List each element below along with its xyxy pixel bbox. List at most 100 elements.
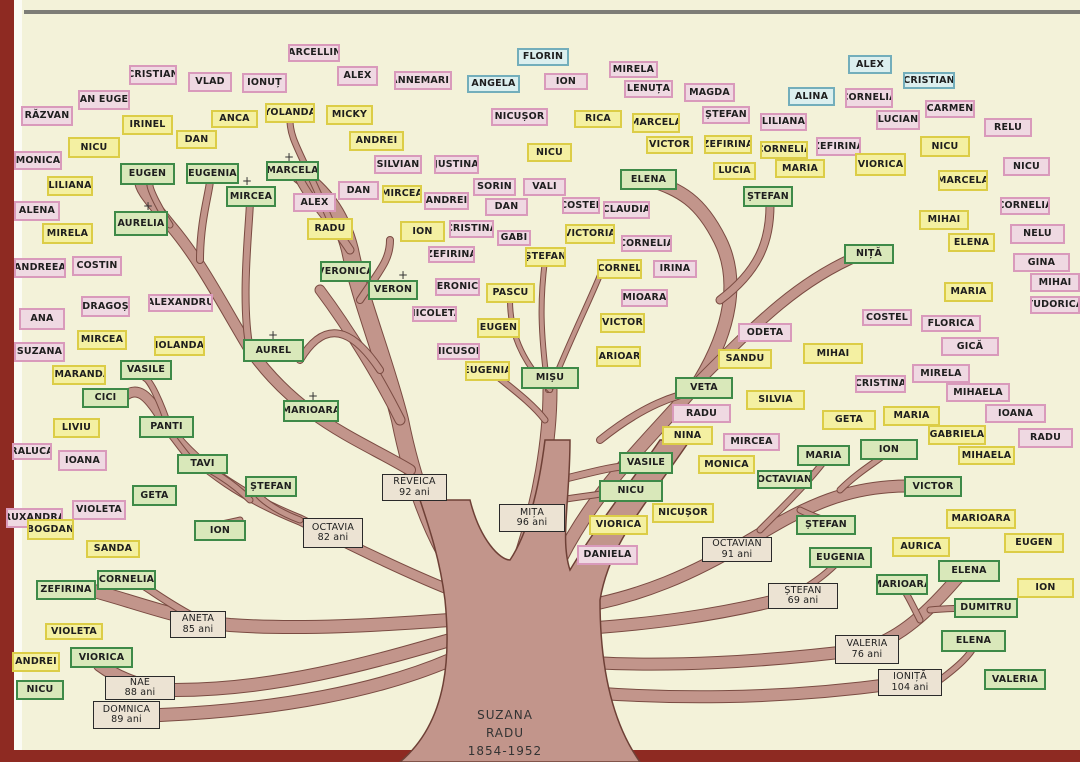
person-label: SANDU bbox=[718, 349, 772, 369]
person-label: VIOLETA bbox=[45, 623, 103, 640]
root-first-name: SUZANA bbox=[477, 708, 533, 722]
person-label: GABI bbox=[497, 230, 531, 246]
person-label: ANGELA bbox=[467, 75, 520, 93]
person-label: ION bbox=[544, 73, 588, 90]
person-label: OCTAVIAN bbox=[757, 470, 812, 489]
person-label: MARCELA bbox=[938, 170, 988, 191]
person-label: MAGDA bbox=[684, 83, 735, 102]
person-label: IRINEL bbox=[122, 115, 173, 135]
elder-age: 104 ani bbox=[891, 681, 929, 693]
person-label: GABRIELA bbox=[928, 425, 986, 445]
elder-name: REVEICA bbox=[393, 476, 436, 488]
person-label: DANIELA bbox=[577, 545, 638, 565]
tree-branch bbox=[716, 201, 774, 304]
person-label: MARIOARA bbox=[946, 509, 1016, 529]
tree-branch bbox=[297, 330, 383, 373]
person-label: CORNELIA bbox=[621, 235, 672, 252]
elder-name: OCTAVIAN bbox=[712, 538, 762, 550]
person-label: EUGEN bbox=[120, 163, 175, 185]
tree-branch bbox=[554, 174, 737, 566]
person-label: VALI bbox=[523, 178, 566, 196]
person-label: ANDREI bbox=[12, 652, 60, 672]
person-label: VERON bbox=[368, 280, 418, 300]
deceased-cross-icon: + bbox=[242, 174, 253, 188]
person-label: ANDREI bbox=[424, 192, 469, 210]
person-label: CRISTINA bbox=[449, 220, 494, 238]
person-label: VALERIA bbox=[984, 669, 1046, 690]
person-label: VICTORIA bbox=[565, 224, 615, 244]
person-label: TUDORICĂ bbox=[1030, 296, 1080, 314]
person-label: ANNEMARIE bbox=[394, 71, 452, 90]
person-label: PANTI bbox=[139, 416, 194, 438]
deceased-cross-icon: + bbox=[143, 199, 154, 213]
person-label: GINA bbox=[1013, 253, 1070, 272]
person-label: SILVIA bbox=[746, 390, 805, 410]
person-label: EUGENIA bbox=[465, 361, 510, 381]
elder-age: 91 ani bbox=[721, 548, 753, 560]
paper-top-edge bbox=[24, 10, 1080, 14]
person-label: MIHAI bbox=[803, 343, 863, 364]
person-label: MARIA bbox=[797, 445, 850, 466]
person-label: LUCIAN bbox=[876, 110, 920, 130]
person-label: CRISTINA bbox=[855, 375, 906, 393]
elder-name: VALERIA bbox=[846, 638, 888, 650]
person-label: DAN bbox=[176, 130, 217, 149]
person-label: SUZANA bbox=[14, 342, 65, 362]
tree-branch bbox=[757, 457, 828, 533]
elder-name: NAE bbox=[129, 676, 151, 688]
person-label: MONICA bbox=[698, 455, 755, 474]
person-label: DAN bbox=[338, 181, 379, 200]
person-label: VERONICA bbox=[320, 261, 371, 282]
elder-age: 76 ani bbox=[851, 648, 883, 660]
person-label: EUGENIA bbox=[186, 163, 239, 184]
person-label: ZEFIRINA bbox=[704, 135, 752, 154]
root-last-name: RADU bbox=[485, 726, 525, 740]
person-label: MIHAI bbox=[919, 210, 969, 230]
person-label: ELENA bbox=[941, 630, 1006, 652]
person-label: VERONICA bbox=[435, 278, 480, 296]
person-label: SILVIAN bbox=[374, 155, 422, 174]
person-label: ALEX bbox=[337, 66, 378, 86]
person-label: AUREL bbox=[243, 339, 304, 362]
person-label: FLORIN bbox=[517, 48, 569, 66]
person-label: ȘTEFAN bbox=[702, 106, 750, 124]
deceased-cross-icon: + bbox=[308, 389, 319, 403]
person-label: NICU bbox=[599, 480, 663, 502]
person-label: RADU bbox=[1018, 428, 1073, 448]
person-label: CORNELIA bbox=[845, 88, 893, 108]
person-label: YOLANDA bbox=[265, 103, 315, 123]
person-label: SMARANDA bbox=[52, 365, 106, 385]
person-label: ALEX bbox=[293, 193, 336, 212]
person-label: ELENA bbox=[948, 233, 995, 252]
person-label: NICUȘOR bbox=[491, 108, 548, 126]
person-label: COSTEL bbox=[862, 309, 912, 326]
person-label: IONUȚ bbox=[242, 73, 287, 93]
person-label: NICU bbox=[920, 136, 970, 157]
person-label: RADU bbox=[672, 404, 731, 423]
person-label: ANDREI bbox=[349, 131, 404, 151]
person-label: MARCELA bbox=[632, 113, 680, 133]
person-label: MARIOARA bbox=[876, 574, 928, 595]
person-label: MIRELA bbox=[912, 364, 970, 383]
person-label: MIHAELA bbox=[958, 446, 1015, 465]
person-label: AURICA bbox=[892, 537, 950, 557]
person-label: MIRCEA bbox=[226, 186, 276, 207]
person-label: COSTIN bbox=[72, 256, 122, 276]
elder-name: DOMNICA bbox=[102, 703, 151, 715]
person-label: LILIANA bbox=[47, 176, 93, 196]
elder-name: ȘTEFAN bbox=[784, 584, 822, 596]
deceased-cross-icon: + bbox=[268, 328, 279, 342]
person-label: NICU bbox=[16, 680, 64, 700]
person-label: MIRELA bbox=[42, 223, 93, 244]
person-label: LILIANA bbox=[760, 113, 807, 131]
person-label: ALENA bbox=[14, 201, 60, 221]
person-label: MARIA bbox=[883, 406, 940, 426]
person-label: ION bbox=[194, 520, 246, 541]
person-label: NICU bbox=[1003, 157, 1050, 176]
person-label: CLAUDIA bbox=[603, 201, 650, 219]
person-label: ALINA bbox=[788, 87, 835, 106]
person-label: DRAGOȘ bbox=[81, 296, 130, 317]
